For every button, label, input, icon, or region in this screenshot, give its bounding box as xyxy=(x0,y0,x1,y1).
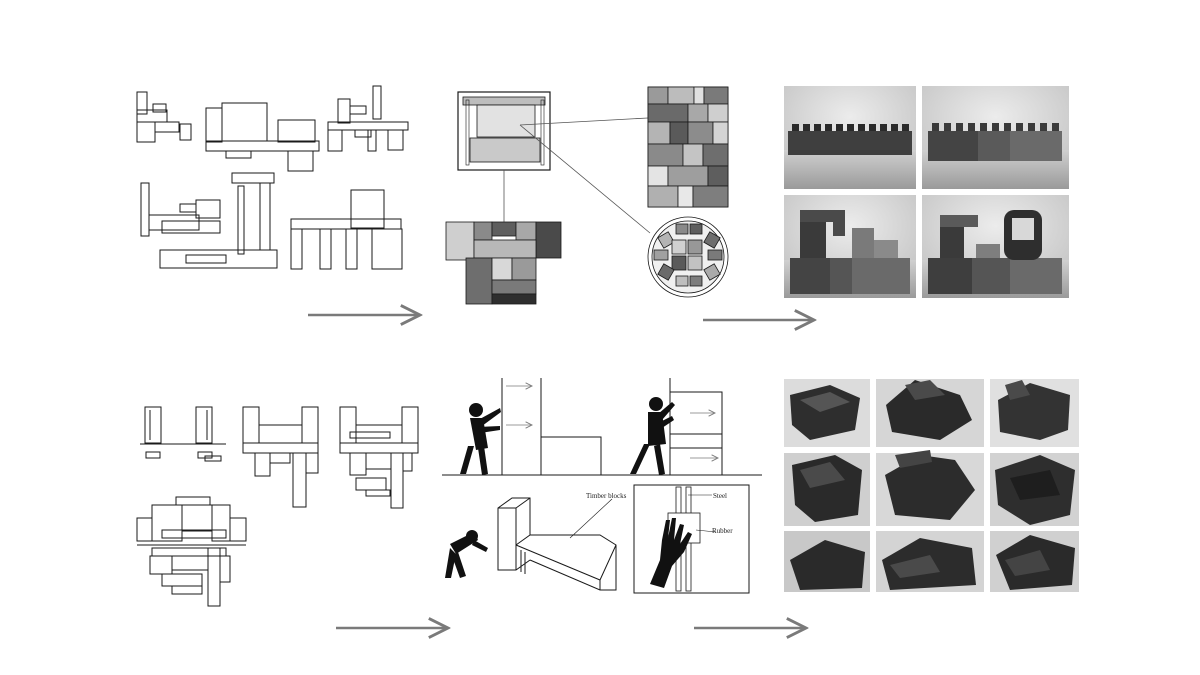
sketch-h xyxy=(339,406,419,509)
sketch-f xyxy=(140,406,226,462)
block-photo-6 xyxy=(990,453,1079,526)
sketch-i xyxy=(136,496,247,607)
label-timber-blocks: Timber blocks xyxy=(586,492,627,500)
sketch-e xyxy=(290,189,403,270)
block-photo-8 xyxy=(876,531,984,592)
person-pushing-left xyxy=(460,403,501,475)
label-rubber: Rubber xyxy=(712,527,733,535)
block-photo-4 xyxy=(784,453,870,526)
pattern-tall xyxy=(647,86,729,208)
brick-photo-4 xyxy=(922,195,1069,298)
block-photo-5 xyxy=(876,450,984,526)
bottom-sketches xyxy=(136,406,419,607)
person-pushing-right xyxy=(630,397,675,475)
block-photo-3 xyxy=(990,379,1079,447)
brick-photo-2 xyxy=(922,86,1069,189)
sketch-d xyxy=(140,172,278,269)
hand-icon xyxy=(650,518,692,588)
block-photos xyxy=(784,379,1079,592)
sketch-c xyxy=(327,85,409,152)
block-photo-7 xyxy=(784,531,870,592)
timber-blocks-leader xyxy=(569,498,613,539)
facade-diagram xyxy=(457,91,651,234)
block-photo-2 xyxy=(876,379,984,447)
detail-box xyxy=(633,484,750,594)
label-steel: Steel xyxy=(713,492,727,500)
person-bending xyxy=(445,530,488,578)
brick-photo-3 xyxy=(784,195,916,298)
pattern-tee xyxy=(445,221,562,305)
brick-photo-1 xyxy=(784,86,916,189)
block-photo-1 xyxy=(784,379,870,447)
block-photo-9 xyxy=(990,531,1079,592)
sketch-a xyxy=(136,91,192,143)
sketch-b xyxy=(205,102,320,172)
push-interaction xyxy=(442,378,762,476)
pattern-circle xyxy=(647,216,729,298)
top-sketches xyxy=(136,85,409,270)
sketch-g xyxy=(242,406,319,508)
isometric-blocks xyxy=(497,497,617,591)
